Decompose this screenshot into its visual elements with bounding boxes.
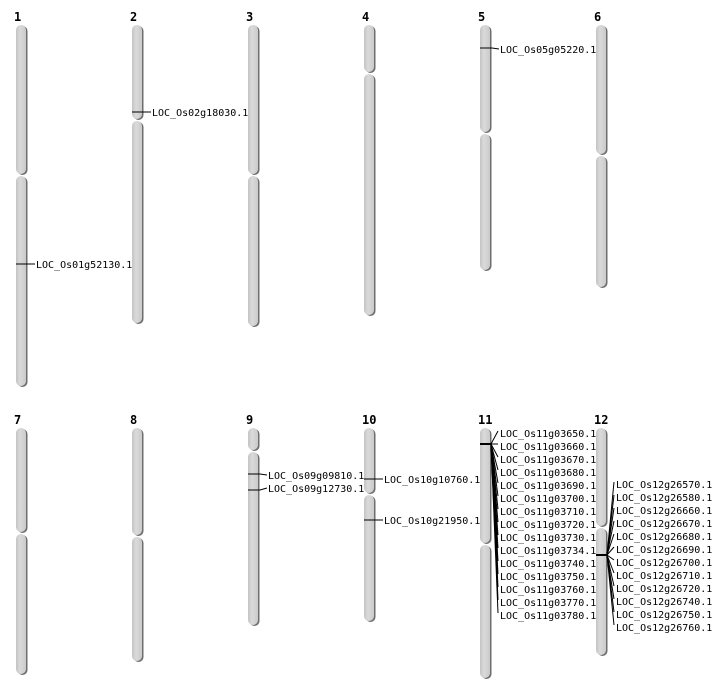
chromosome-12: 12LOC_Os12g26570.1LOC_Os12g26580.1LOC_Os… xyxy=(594,413,712,656)
long-arm xyxy=(132,537,142,661)
gene-label[interactable]: LOC_Os12g26720.1 xyxy=(616,584,712,595)
gene-connector xyxy=(606,520,615,556)
gene-marker xyxy=(248,473,268,476)
long-arm xyxy=(364,74,374,315)
gene-label[interactable]: LOC_Os12g26740.1 xyxy=(616,597,712,608)
gene-label[interactable]: LOC_Os12g26760.1 xyxy=(616,623,712,634)
chromosome-3: 3 xyxy=(246,10,260,327)
gene-label[interactable]: LOC_Os09g12730.1 xyxy=(268,484,364,495)
gene-connector xyxy=(606,533,615,556)
chromosome-4: 4 xyxy=(362,10,376,316)
long-arm xyxy=(16,176,26,386)
long-arm xyxy=(248,176,258,326)
long-arm xyxy=(596,528,606,655)
long-arm xyxy=(364,495,374,621)
short-arm xyxy=(248,428,258,450)
gene-label[interactable]: LOC_Os12g26660.1 xyxy=(616,506,712,517)
gene-label[interactable]: LOC_Os12g26690.1 xyxy=(616,545,712,556)
chromosome-label: 3 xyxy=(246,10,253,24)
short-arm xyxy=(480,25,490,132)
gene-connector xyxy=(606,546,615,556)
long-arm xyxy=(248,452,258,625)
short-arm xyxy=(132,25,142,119)
short-arm xyxy=(480,428,490,543)
short-arm xyxy=(596,25,606,154)
chromosome-label: 9 xyxy=(246,413,253,427)
short-arm xyxy=(596,428,606,526)
gene-label[interactable]: LOC_Os12g26700.1 xyxy=(616,558,712,569)
gene-connector xyxy=(606,554,615,561)
chromosome-label: 12 xyxy=(594,413,608,427)
chromosome-7: 7 xyxy=(14,413,28,675)
long-arm xyxy=(480,545,490,678)
gene-label[interactable]: LOC_Os12g26580.1 xyxy=(616,493,712,504)
short-arm xyxy=(16,428,26,532)
long-arm xyxy=(16,534,26,674)
chromosome-label: 10 xyxy=(362,413,376,427)
chromosome-label: 8 xyxy=(130,413,137,427)
gene-connector xyxy=(606,554,615,626)
gene-label[interactable]: LOC_Os11g03650.1 xyxy=(500,429,596,440)
chromosome-11: 11LOC_Os11g03650.1LOC_Os11g03660.1LOC_Os… xyxy=(478,413,596,679)
gene-label[interactable]: LOC_Os11g03700.1 xyxy=(500,494,596,505)
gene-label[interactable]: LOC_Os09g09810.1 xyxy=(268,471,364,482)
gene-label[interactable]: LOC_Os11g03770.1 xyxy=(500,598,596,609)
gene-label[interactable]: LOC_Os11g03660.1 xyxy=(500,442,596,453)
chromosome-label: 4 xyxy=(362,10,369,24)
long-arm xyxy=(596,156,606,287)
gene-label[interactable]: LOC_Os11g03670.1 xyxy=(500,455,596,466)
gene-label[interactable]: LOC_Os05g05220.1 xyxy=(500,45,596,56)
gene-marker xyxy=(248,487,268,491)
gene-connector xyxy=(490,443,499,458)
gene-label[interactable]: LOC_Os11g03740.1 xyxy=(500,559,596,570)
gene-connector xyxy=(490,430,499,445)
short-arm xyxy=(16,25,26,174)
gene-label[interactable]: LOC_Os10g21950.1 xyxy=(384,516,480,527)
gene-label[interactable]: LOC_Os11g03780.1 xyxy=(500,611,596,622)
gene-label[interactable]: LOC_Os11g03720.1 xyxy=(500,520,596,531)
short-arm xyxy=(364,428,374,493)
gene-label[interactable]: LOC_Os11g03734.1 xyxy=(500,546,596,557)
chromosome-8: 8 xyxy=(130,413,144,662)
gene-label[interactable]: LOC_Os12g26570.1 xyxy=(616,480,712,491)
gene-label[interactable]: LOC_Os11g03730.1 xyxy=(500,533,596,544)
gene-label[interactable]: LOC_Os11g03710.1 xyxy=(500,507,596,518)
short-arm xyxy=(132,428,142,535)
gene-label[interactable]: LOC_Os12g26710.1 xyxy=(616,571,712,582)
chromosome-label: 1 xyxy=(14,10,21,24)
chromosome-label: 5 xyxy=(478,10,485,24)
chromosome-label: 7 xyxy=(14,413,21,427)
chromosome-label: 11 xyxy=(478,413,492,427)
gene-label[interactable]: LOC_Os10g10760.1 xyxy=(384,475,480,486)
gene-label[interactable]: LOC_Os12g26670.1 xyxy=(616,519,712,530)
long-arm xyxy=(480,134,490,270)
chromosome-label: 6 xyxy=(594,10,601,24)
chromosome-label: 2 xyxy=(130,10,137,24)
gene-marker xyxy=(480,47,500,50)
short-arm xyxy=(248,25,258,174)
long-arm xyxy=(132,121,142,323)
gene-label[interactable]: LOC_Os12g26750.1 xyxy=(616,610,712,621)
gene-label[interactable]: LOC_Os11g03680.1 xyxy=(500,468,596,479)
gene-label[interactable]: LOC_Os11g03750.1 xyxy=(500,572,596,583)
short-arm xyxy=(364,25,374,72)
gene-label[interactable]: LOC_Os02g18030.1 xyxy=(152,108,248,119)
gene-label[interactable]: LOC_Os11g03760.1 xyxy=(500,585,596,596)
chromosome-6: 6 xyxy=(594,10,608,288)
gene-label[interactable]: LOC_Os12g26680.1 xyxy=(616,532,712,543)
gene-label[interactable]: LOC_Os01g52130.1 xyxy=(36,260,132,271)
gene-connector xyxy=(490,443,499,614)
gene-label[interactable]: LOC_Os11g03690.1 xyxy=(500,481,596,492)
